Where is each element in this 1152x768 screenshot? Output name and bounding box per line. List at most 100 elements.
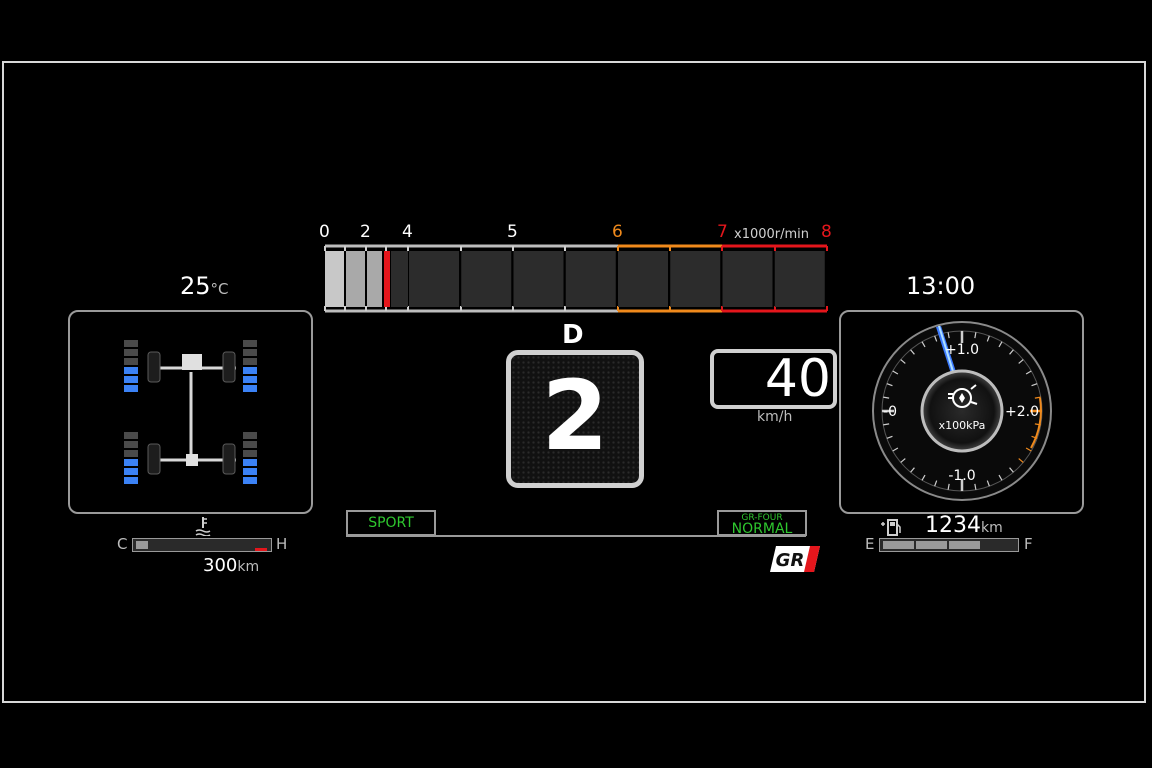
- boost-tick: [1009, 349, 1014, 355]
- boost-tick: [886, 435, 893, 439]
- fuel-gauge-segment: [916, 541, 947, 549]
- tacho-label-6: 6: [612, 222, 623, 242]
- gear-indicator: 2: [506, 350, 644, 488]
- torque-bar-segment: [124, 441, 138, 448]
- tacho-lit-segment: [325, 251, 344, 307]
- torque-bar-segment: [124, 349, 138, 356]
- boost-tick: [1034, 396, 1041, 399]
- tacho-lit-segment: [367, 251, 382, 307]
- boost-tick: [1009, 467, 1014, 473]
- torque-bar-segment: [124, 385, 138, 392]
- torque-bar-segment: [243, 340, 257, 347]
- fuel-empty-label: E: [865, 535, 875, 553]
- fuel-gauge-segment: [883, 541, 914, 549]
- boost-gauge: x100kPa +1.0 -0 +2.0 -1.0: [872, 321, 1052, 501]
- torque-bar-segment: [124, 340, 138, 347]
- clock: 13:00: [906, 272, 976, 300]
- boost-tick: [892, 447, 899, 452]
- boost-tick: [1025, 447, 1032, 452]
- odometer-value: 1234: [925, 513, 981, 538]
- speed-value: 40: [764, 349, 831, 409]
- boost-tick: [1018, 458, 1024, 463]
- torque-bar-segment: [243, 349, 257, 356]
- boost-tick: [998, 474, 1003, 481]
- boost-label-top: +1.0: [945, 342, 979, 358]
- boost-label-left: -0: [883, 404, 897, 420]
- gear-number: 2: [541, 360, 609, 472]
- tacho-segment: [409, 251, 459, 307]
- boost-tick: [883, 423, 890, 426]
- range-unit: km: [237, 559, 260, 575]
- tacho-unit: x1000r/min: [734, 227, 810, 242]
- speed-unit: km/h: [757, 409, 793, 425]
- boost-tick: [986, 335, 990, 342]
- tacho-segment: [774, 251, 825, 307]
- shift-mode-indicator: D: [562, 320, 584, 350]
- fuel-pump-icon: [881, 518, 903, 536]
- torque-bar-segment: [243, 459, 257, 466]
- tacho-segment: [722, 251, 773, 307]
- coolant-hot-label: H: [276, 535, 288, 553]
- coolant-cold-label: C: [117, 535, 128, 553]
- boost-tick: [974, 332, 977, 339]
- turbo-icon: [948, 384, 978, 408]
- torque-bar-segment: [124, 468, 138, 475]
- torque-bar-segment: [243, 477, 257, 484]
- boost-label-bottom: -1.0: [948, 468, 975, 484]
- boost-tick: [974, 483, 977, 490]
- torque-bar-segment: [243, 432, 257, 439]
- torque-bar-segment: [124, 376, 138, 383]
- boost-tick: [947, 332, 950, 339]
- gr-logo: GR: [770, 546, 820, 572]
- awd-mode-badge: GR-FOUR NORMAL: [717, 510, 807, 536]
- odometer: 1234km: [925, 513, 1003, 538]
- boost-tick: [1025, 370, 1032, 375]
- boost-tick: [1031, 383, 1038, 387]
- boost-tick: [910, 349, 915, 355]
- boost-tick: [892, 370, 899, 375]
- fuel-gauge-segment: [949, 541, 980, 549]
- tacho-lit-segment: [346, 251, 365, 307]
- speedometer: 40: [710, 349, 837, 409]
- torque-bar-segment: [243, 450, 257, 457]
- tacho-segment: [513, 251, 564, 307]
- boost-label-right: +2.0: [1005, 404, 1039, 420]
- fuel-full-label: F: [1024, 535, 1033, 553]
- torque-bar-segment: [243, 441, 257, 448]
- range-readout: 300km: [203, 555, 259, 576]
- ambient-temperature: 25°C: [180, 272, 229, 300]
- torque-bar-segment: [243, 385, 257, 392]
- tacho-label-0: 0: [319, 222, 330, 242]
- tacho-segment: [618, 251, 668, 307]
- drivetrain-diagram: [124, 340, 257, 484]
- awd-label: GR-FOUR: [741, 513, 783, 523]
- coolant-temp-icon: [195, 516, 211, 537]
- boost-tick: [986, 480, 990, 487]
- boost-tick: [900, 359, 906, 364]
- boost-tick: [947, 483, 950, 490]
- boost-tick: [998, 341, 1003, 348]
- boost-tick: [921, 474, 926, 481]
- torque-bar-segment: [124, 459, 138, 466]
- tacho-label-5: 5: [507, 222, 518, 242]
- tacho-label-7: 7: [717, 222, 728, 242]
- tacho-label-2: 2: [360, 222, 371, 242]
- range-value: 300: [203, 555, 238, 576]
- torque-bar-segment: [243, 468, 257, 475]
- tacho-needle: [384, 251, 390, 307]
- tacho-segment: [565, 251, 616, 307]
- mode-bar-line: [346, 535, 806, 537]
- boost-tick: [900, 458, 906, 463]
- boost-tick: [886, 383, 893, 387]
- tacho-label-4: 4: [402, 222, 413, 242]
- boost-tick: [921, 341, 926, 348]
- awd-mode-value: NORMAL: [731, 521, 793, 537]
- gr-logo-text: GR: [776, 550, 805, 571]
- temp-unit: °C: [210, 280, 229, 298]
- drive-mode-badge: SPORT: [346, 510, 436, 536]
- fuel-gauge: [879, 538, 1019, 552]
- torque-bar-segment: [243, 376, 257, 383]
- boost-tick: [883, 396, 890, 399]
- boost-gauge-panel: x100kPa +1.0 -0 +2.0 -1.0: [839, 310, 1084, 514]
- boost-tick: [1018, 359, 1024, 364]
